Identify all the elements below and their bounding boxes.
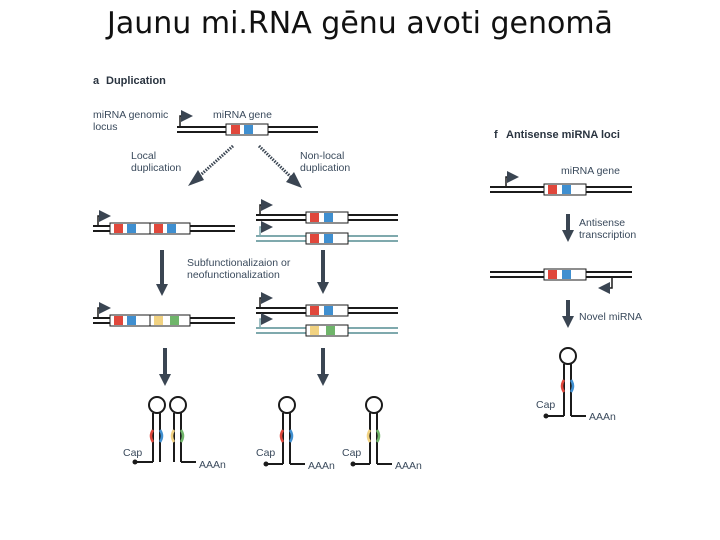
panel-f-heading: Antisense miRNA loci xyxy=(506,129,620,141)
polya-label-1: AAAn xyxy=(199,459,226,471)
dna-nonlocal-original-diverged xyxy=(256,292,398,317)
cap-label-3: Cap xyxy=(342,447,361,459)
dna-local-duplicated xyxy=(93,210,235,235)
panel-f-gene-label: miRNA gene xyxy=(561,165,620,177)
nonlocal-duplication-arrow xyxy=(257,144,302,188)
subfunc-line2: neofunctionalization xyxy=(187,269,280,281)
down-arrow-right-1 xyxy=(317,250,329,294)
down-arrow-antisense xyxy=(562,214,574,242)
polya-label-3: AAAn xyxy=(395,460,422,472)
down-arrow-novel xyxy=(562,300,574,328)
cap-label-2: Cap xyxy=(256,447,275,459)
panel-f-letter: f xyxy=(494,129,498,141)
dna-original-locus xyxy=(177,123,318,136)
local-duplication-arrow xyxy=(188,144,235,186)
local-dup-line2: duplication xyxy=(131,162,181,174)
dna-nonlocal-copy-diverged xyxy=(256,313,398,337)
down-arrow-right-2 xyxy=(317,348,329,386)
dna-antisense-locus xyxy=(490,171,632,196)
polya-label-2: AAAn xyxy=(308,460,335,472)
dna-nonlocal-original xyxy=(256,199,398,224)
locus-label-line1: miRNA genomic xyxy=(93,109,168,121)
page-title: Jaunu mi.RNA gēnu avoti genomā xyxy=(107,6,613,41)
locus-label-line2: locus xyxy=(93,121,118,133)
hairpin-original xyxy=(263,396,305,467)
nonlocal-dup-line2: duplication xyxy=(300,162,350,174)
hairpin-copy xyxy=(350,396,392,467)
antisense-line1: Antisense xyxy=(579,217,625,229)
promoter-arrow-icon xyxy=(179,110,193,126)
dna-local-diverged xyxy=(93,302,235,327)
novel-mirna-label: Novel miRNA xyxy=(579,311,642,323)
dna-antisense-transcribed xyxy=(490,268,632,294)
gene-label: miRNA gene xyxy=(213,109,272,121)
local-dup-line1: Local xyxy=(131,150,156,162)
panel-a-letter: a xyxy=(93,75,100,87)
cap-label-novel: Cap xyxy=(536,399,555,411)
nonlocal-dup-line1: Non-local xyxy=(300,150,344,162)
antisense-line2: transcription xyxy=(579,229,636,241)
polya-label-novel: AAAn xyxy=(589,411,616,423)
down-arrow-left-1 xyxy=(156,250,168,296)
hairpin-novel xyxy=(543,347,586,419)
cap-label-1: Cap xyxy=(123,447,142,459)
panel-a-heading: Duplication xyxy=(106,75,166,87)
hairpin-pair-local xyxy=(132,396,196,465)
subfunc-line1: Subfunctionalizaion or xyxy=(187,257,291,269)
dna-nonlocal-copy xyxy=(256,221,398,245)
down-arrow-left-2 xyxy=(159,348,171,386)
